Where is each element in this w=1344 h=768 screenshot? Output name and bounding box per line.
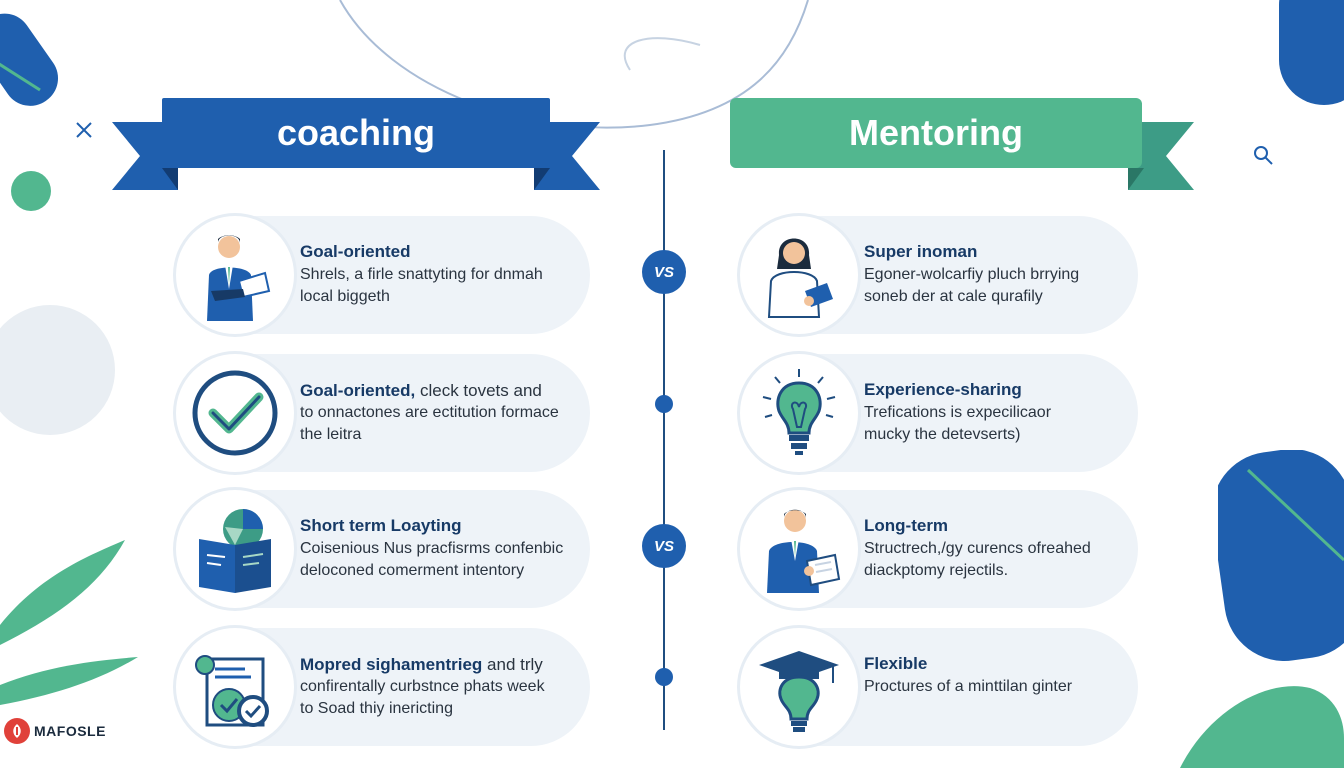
coaching-ribbon: coaching xyxy=(112,98,600,190)
card-title: Goal-oriented, cleck tovets and xyxy=(300,381,542,400)
green-blob-decoration xyxy=(1160,678,1344,768)
green-dot-decoration xyxy=(10,170,52,212)
divider-dot xyxy=(655,668,673,686)
checkmark-circle-icon xyxy=(176,354,294,472)
coaching-card-goal-oriented: Goal-oriented Shrels, a firle snattyting… xyxy=(176,216,590,334)
graduation-lightbulb-icon xyxy=(740,628,858,746)
mentoring-card-experience-sharing: Experience-sharing Trefications is expec… xyxy=(740,354,1138,472)
leaf-decoration xyxy=(0,535,140,705)
logo-mark-icon xyxy=(4,718,30,744)
center-divider xyxy=(663,150,665,730)
dotted-circle-decoration xyxy=(0,300,130,440)
mentoring-card-flexible: Flexible Proctures of a minttilan ginter xyxy=(740,628,1138,746)
businessman-reading-icon xyxy=(176,216,294,334)
lightbulb-icon xyxy=(740,354,858,472)
card-description: confirentally curbstnce phats week to So… xyxy=(300,678,545,717)
mentoring-title: Mentoring xyxy=(730,98,1142,168)
businessman-writing-icon xyxy=(740,490,858,608)
card-description: Egoner-wolcarfiy pluch brrying soneb der… xyxy=(864,266,1080,305)
mentoring-card-long-term: Long-term Structrech,/gy curencs ofreahe… xyxy=(740,490,1138,608)
cross-icon xyxy=(74,120,94,140)
card-title: Short term Loayting xyxy=(300,516,462,535)
card-title: Super inoman xyxy=(864,242,978,261)
card-title: Experience-sharing xyxy=(864,380,1022,399)
crescent-moon-decoration xyxy=(1194,228,1286,328)
card-title: Flexible xyxy=(864,654,928,673)
book-chart-icon xyxy=(176,490,294,608)
swirl-decoration xyxy=(330,0,820,140)
logo-text: MAFOSLE xyxy=(34,723,106,739)
bg-decoration-top-right xyxy=(1274,0,1344,110)
card-description: Shrels, a firle snattyting for dnmah loc… xyxy=(300,266,543,305)
card-title: Goal-oriented xyxy=(300,242,411,261)
mentoring-ribbon: Mentoring xyxy=(730,98,1194,190)
coaching-card-goal-oriented-check: Goal-oriented, cleck tovets and to onnac… xyxy=(176,354,590,472)
card-description: Coisenious Nus pracfisrms confenbic delo… xyxy=(300,540,564,579)
coaching-title: coaching xyxy=(162,98,550,168)
vs-badge: VS xyxy=(642,250,686,294)
coaching-card-mopred: Mopred sighamentrieg and trly confirenta… xyxy=(176,628,590,746)
coaching-card-short-term: Short term Loayting Coisenious Nus pracf… xyxy=(176,490,590,608)
card-title: Mopred sighamentrieg and trly xyxy=(300,655,543,674)
brand-logo: MAFOSLE xyxy=(4,718,106,744)
card-description: Trefications is expecilicaor mucky the d… xyxy=(864,404,1052,443)
vs-badge: VS xyxy=(642,524,686,568)
mentoring-card-super-inoman: Super inoman Egoner-wolcarfiy pluch brry… xyxy=(740,216,1138,334)
checklist-badge-icon xyxy=(176,628,294,746)
bg-decoration-right xyxy=(1218,450,1344,670)
card-title: Long-term xyxy=(864,516,949,535)
woman-mentor-icon xyxy=(740,216,858,334)
card-description: to onnactones are ectitution formace the… xyxy=(300,404,559,443)
search-icon xyxy=(1250,142,1276,168)
card-description: Proctures of a minttilan ginter xyxy=(864,678,1073,695)
card-description: Structrech,/gy curencs ofreahed diackpto… xyxy=(864,540,1091,579)
bg-decoration-top-left xyxy=(0,0,70,110)
divider-dot xyxy=(655,395,673,413)
